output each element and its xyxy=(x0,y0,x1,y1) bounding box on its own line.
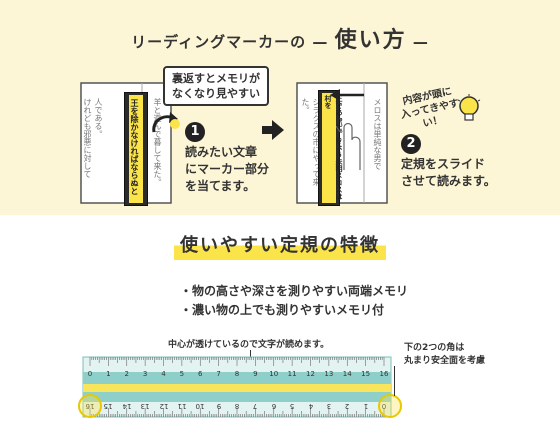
ruler-number-bottom: 11 xyxy=(177,402,187,410)
ruler-number-top: 2 xyxy=(124,370,129,378)
ruler-number-top: 16 xyxy=(379,370,389,378)
book-page-icon-2 xyxy=(296,82,388,204)
feature-item-1: ・物の高さや深さを測りやすい両端メモリ xyxy=(180,284,409,298)
features-title-text: 使いやすい定規の特徴 xyxy=(174,228,386,260)
hand-finger-icon xyxy=(335,110,364,174)
ruler-number-bottom: 3 xyxy=(326,402,332,410)
ruler-number-bottom: 9 xyxy=(216,402,221,410)
page-title: リーディングマーカーの — 使い方 — xyxy=(0,22,560,54)
ruler-number-bottom: 14 xyxy=(122,402,132,410)
ruler-graphic xyxy=(82,356,392,418)
feature-item-2: ・濃い物の上でも測りやすいメモリ付 xyxy=(180,303,385,317)
step2-marker-text: 王であった。きょう未明メロスは村を xyxy=(324,95,343,200)
step1-page-left-text: 人である。 けれども邪悪に対して xyxy=(83,98,103,178)
ruler-number-bottom: 8 xyxy=(234,402,240,410)
step2-page-left-text: シラクスの市にやって来た。 xyxy=(301,98,321,186)
ruler-number-top: 6 xyxy=(198,370,203,378)
title-prefix: リーディングマーカーの xyxy=(131,33,307,51)
step1-curved-arrow-icon xyxy=(150,110,180,140)
ruler-number-top: 3 xyxy=(142,370,148,378)
ruler-number-bottom: 7 xyxy=(253,402,258,410)
features-heading: 使いやすい定規の特徴 xyxy=(0,228,560,260)
ruler xyxy=(82,356,392,418)
corner-note: 下の2つの角は 丸まり安全面を考慮 xyxy=(404,343,486,366)
ruler-number-top: 4 xyxy=(161,370,166,378)
next-step-arrow-icon xyxy=(262,120,284,144)
ruler-number-bottom: 6 xyxy=(271,402,276,410)
step1-instruction: 読みたい文章 にマーカー部分 を当てます。 xyxy=(185,145,270,193)
title-dash-left: — xyxy=(312,33,329,51)
ruler-number-top: 13 xyxy=(324,370,334,378)
ruler-number-top: 11 xyxy=(287,370,297,378)
feature-item-1-text: 物の高さや深さを測りやすい両端メモリ xyxy=(192,284,409,298)
ruler-number-top: 7 xyxy=(216,370,221,378)
step2-number-badge: 2 xyxy=(401,134,421,154)
step2-illustration xyxy=(296,82,388,204)
step2-page-right-text: メロスは単純な男で xyxy=(373,98,382,170)
ruler-number-bottom: 10 xyxy=(195,402,205,410)
step1-marker-text: 王を除かなければならぬと xyxy=(130,99,139,195)
ruler-number-top: 10 xyxy=(269,370,279,378)
ruler-number-top: 12 xyxy=(306,370,315,378)
corner-pointer-line xyxy=(394,366,395,396)
ruler-number-bottom: 15 xyxy=(103,402,113,410)
ruler-number-bottom: 2 xyxy=(345,402,350,410)
step1-speech-bubble: 裏返すとメモリが なくなり見やすい xyxy=(163,66,269,106)
lightbulb-icon xyxy=(456,94,482,130)
ruler-number-bottom: 12 xyxy=(159,402,168,410)
ruler-number-top: 1 xyxy=(106,370,111,378)
step2-instruction: 定規をスライド させて読みます。 xyxy=(401,157,496,188)
ruler-number-bottom: 13 xyxy=(140,402,150,410)
step1-number-badge: 1 xyxy=(185,122,205,142)
ruler-number-top: 9 xyxy=(253,370,258,378)
ruler-number-top: 15 xyxy=(361,370,371,378)
ruler-number-top: 5 xyxy=(179,370,185,378)
title-main: 使い方 xyxy=(334,28,407,53)
rounded-corner-marker-left xyxy=(78,394,102,418)
title-dash-right: — xyxy=(412,33,429,51)
slide-direction-arrow-icon xyxy=(330,86,364,105)
ruler-number-top: 14 xyxy=(342,370,352,378)
ruler-number-bottom: 4 xyxy=(308,402,313,410)
step1-ruler-marker: 王を除かなければならぬと xyxy=(124,92,148,206)
step2-ruler-marker: 王であった。きょう未明メロスは村を xyxy=(318,90,343,206)
ruler-number-top: 0 xyxy=(87,370,93,378)
ruler-number-bottom: 5 xyxy=(289,402,295,410)
feature-item-2-text: 濃い物の上でも測りやすいメモリ付 xyxy=(192,303,385,317)
ruler-caption: 中心が透けているので文字が読めます。 xyxy=(168,340,330,350)
ruler-number-top: 8 xyxy=(234,370,240,378)
step1-page-right-text: 羊と遊んで暮して来た。 xyxy=(153,98,162,186)
ruler-number-bottom: 1 xyxy=(363,402,368,410)
rounded-corner-marker-right xyxy=(378,394,402,418)
